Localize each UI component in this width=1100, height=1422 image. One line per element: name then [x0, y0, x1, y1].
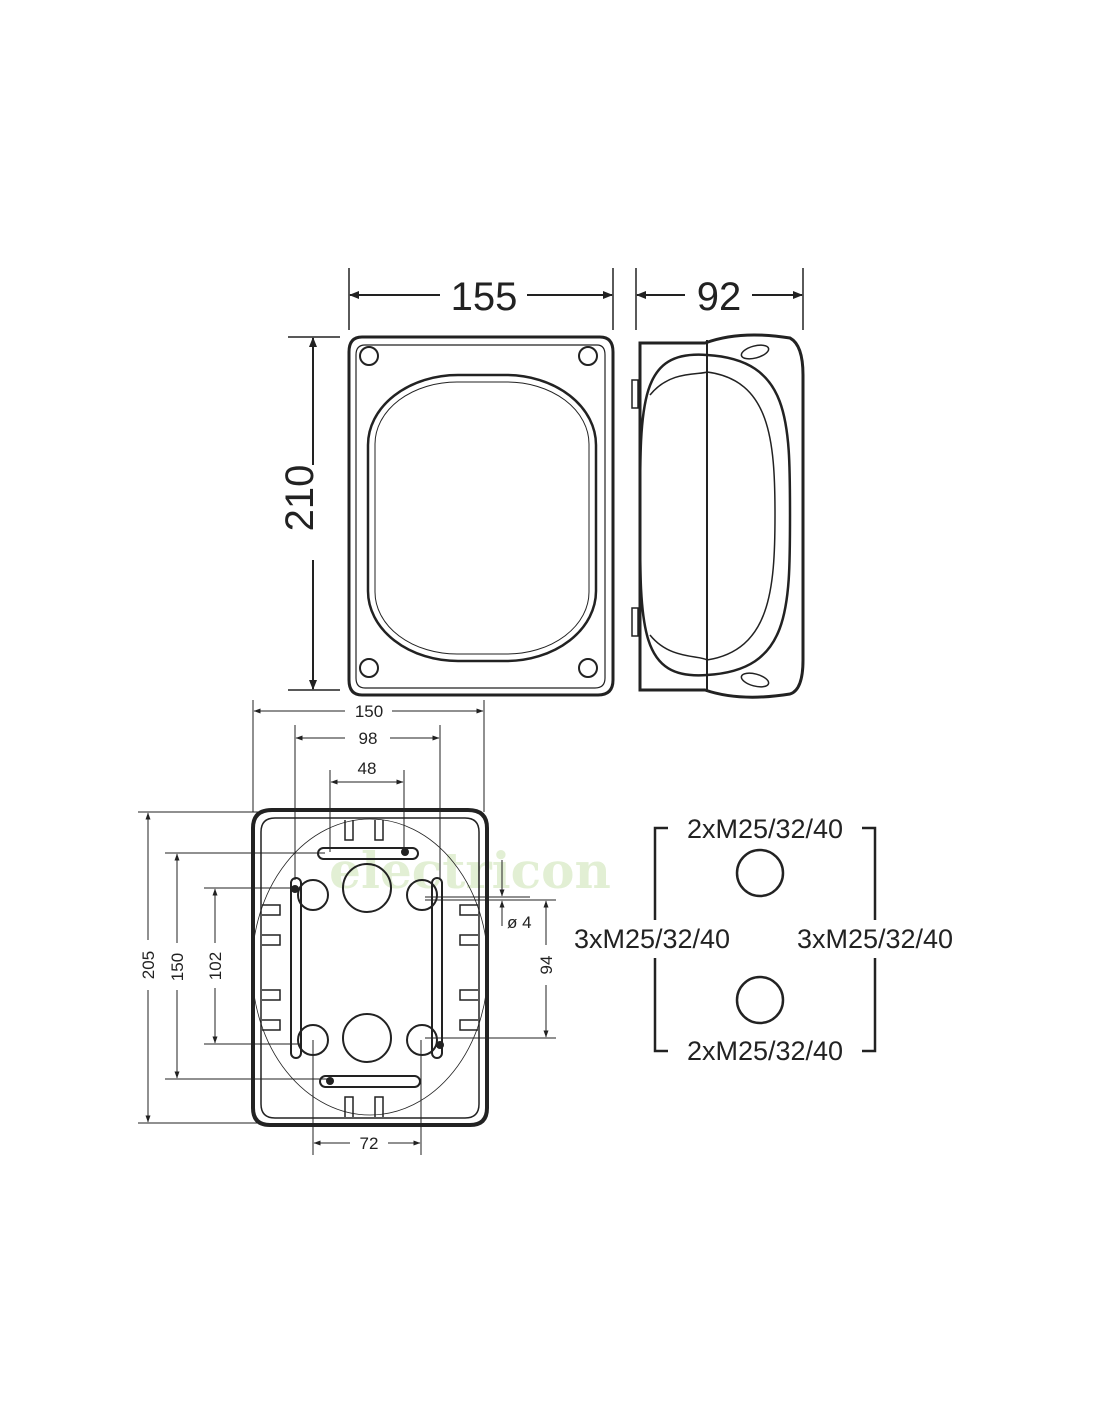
side-view — [631, 333, 805, 699]
entry-bottom-label: 2xM25/32/40 — [687, 1036, 843, 1066]
dim-hole-diameter: ø 4 — [507, 913, 532, 932]
depth-label: 92 — [697, 275, 742, 319]
watermark: electricon — [329, 841, 611, 900]
dim-150-height: 150 — [168, 953, 187, 981]
base-view — [251, 808, 489, 1127]
dim-48: 48 — [358, 759, 377, 778]
dim-205: 205 — [139, 951, 158, 979]
dim-102: 102 — [206, 952, 225, 980]
dim-150-width: 150 — [355, 702, 383, 721]
entry-left-label: 3xM25/32/40 — [574, 924, 730, 954]
front-view — [347, 335, 615, 697]
dim-94: 94 — [537, 956, 556, 975]
base-dimension-lines — [138, 700, 556, 1155]
dimension-92: 92 — [635, 268, 804, 330]
dimension-155: 155 — [348, 268, 614, 330]
screw-icon — [359, 346, 598, 678]
width-label: 155 — [451, 275, 518, 319]
dimension-210: 210 — [278, 336, 340, 691]
cable-entry-diagram: 2xM25/32/40 2xM25/32/40 3xM25/32/40 3xM2… — [574, 814, 953, 1066]
entry-top-label: 2xM25/32/40 — [687, 814, 843, 844]
entry-right-label: 3xM25/32/40 — [797, 924, 953, 954]
dim-72: 72 — [360, 1134, 379, 1153]
height-label: 210 — [278, 465, 322, 532]
dim-98: 98 — [359, 729, 378, 748]
